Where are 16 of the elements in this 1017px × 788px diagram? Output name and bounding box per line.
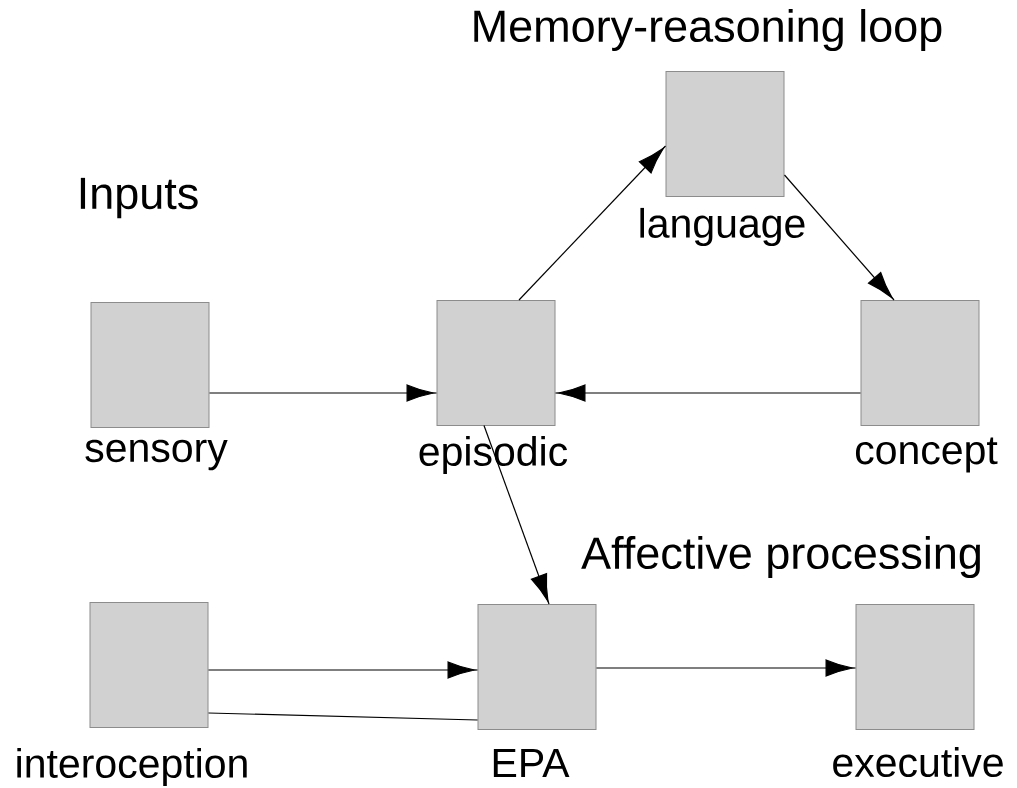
arrow <box>554 384 862 402</box>
box-label: EPA <box>493 748 570 778</box>
box-label: language <box>640 207 805 247</box>
arrow <box>208 384 438 402</box>
arrow <box>207 661 479 679</box>
section-heading: Affective processing <box>581 536 980 578</box>
arrow <box>783 174 895 301</box>
section-heading: Inputs <box>80 177 198 219</box>
arrow <box>595 659 857 677</box>
arrow <box>483 424 550 605</box>
box-label: executive <box>833 746 1003 778</box>
box-label: sensory <box>85 439 228 471</box>
arrow <box>518 145 667 301</box>
box-label: interoception <box>17 747 247 787</box>
box-label: concept <box>855 437 998 473</box>
line <box>207 712 479 721</box>
